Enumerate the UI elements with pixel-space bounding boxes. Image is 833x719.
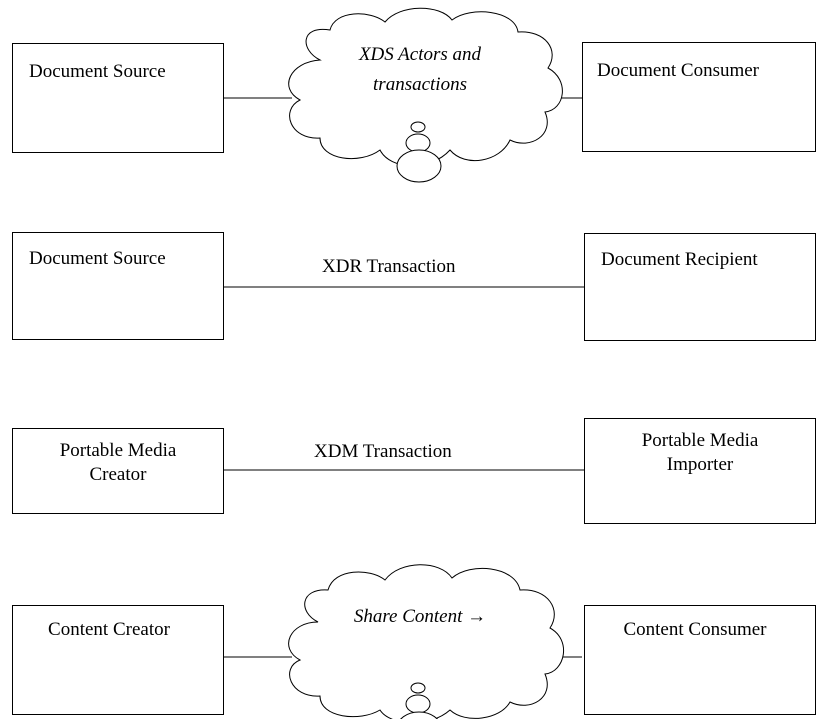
row2-xdr-transaction-label: XDR Transaction [322,256,456,277]
row1-document-consumer-box: Document Consumer [582,42,816,152]
row2-document-source-box: Document Source [12,232,224,340]
row4-content-creator-box: Content Creator [12,605,224,715]
row3-importer-line2: Importer [666,454,734,475]
row4-cloud-bubble-small [410,682,426,694]
row2-document-recipient-box: Document Recipient [584,233,816,341]
row4-cloud-bubble-large [400,711,438,719]
row1-cloud-bubble-large [396,149,442,183]
row3-creator-line2: Creator [89,464,147,485]
row4-content-creator-label: Content Creator [48,619,170,640]
row1-cloud-label: XDS Actors and transactions [310,40,530,100]
row3-portable-media-importer-box: Portable Media Importer [584,418,816,524]
row1-cloud [288,7,563,167]
row1-cloud-bubble-medium [405,133,431,153]
row1-cloud-line2: transactions [373,74,467,95]
row4-content-consumer-box: Content Consumer [584,605,816,715]
row3-xdm-transaction-label: XDM Transaction [314,441,452,462]
row4-cloud-label: Share Content → [353,606,487,627]
row4-cloud [288,564,565,719]
row2-document-source-label: Document Source [29,248,166,269]
row1-cloud-line1: XDS Actors and [358,44,482,65]
row3-portable-media-creator-box: Portable Media Creator [12,428,224,514]
row1-document-consumer-label: Document Consumer [597,60,760,81]
row2-document-recipient-label: Document Recipient [601,249,758,270]
row1-document-source-label: Document Source [29,61,166,82]
row4-cloud-bubble-medium [405,694,431,714]
row1-document-source-box: Document Source [12,43,224,153]
row4-content-consumer-label: Content Consumer [623,619,767,640]
row3-portable-media-creator-label: Portable Media Creator [13,429,223,487]
row3-importer-line1: Portable Media [641,430,759,451]
row3-portable-media-importer-label: Portable Media Importer [585,419,815,477]
row1-cloud-bubble-small [410,121,426,133]
row3-creator-line1: Portable Media [59,440,177,461]
